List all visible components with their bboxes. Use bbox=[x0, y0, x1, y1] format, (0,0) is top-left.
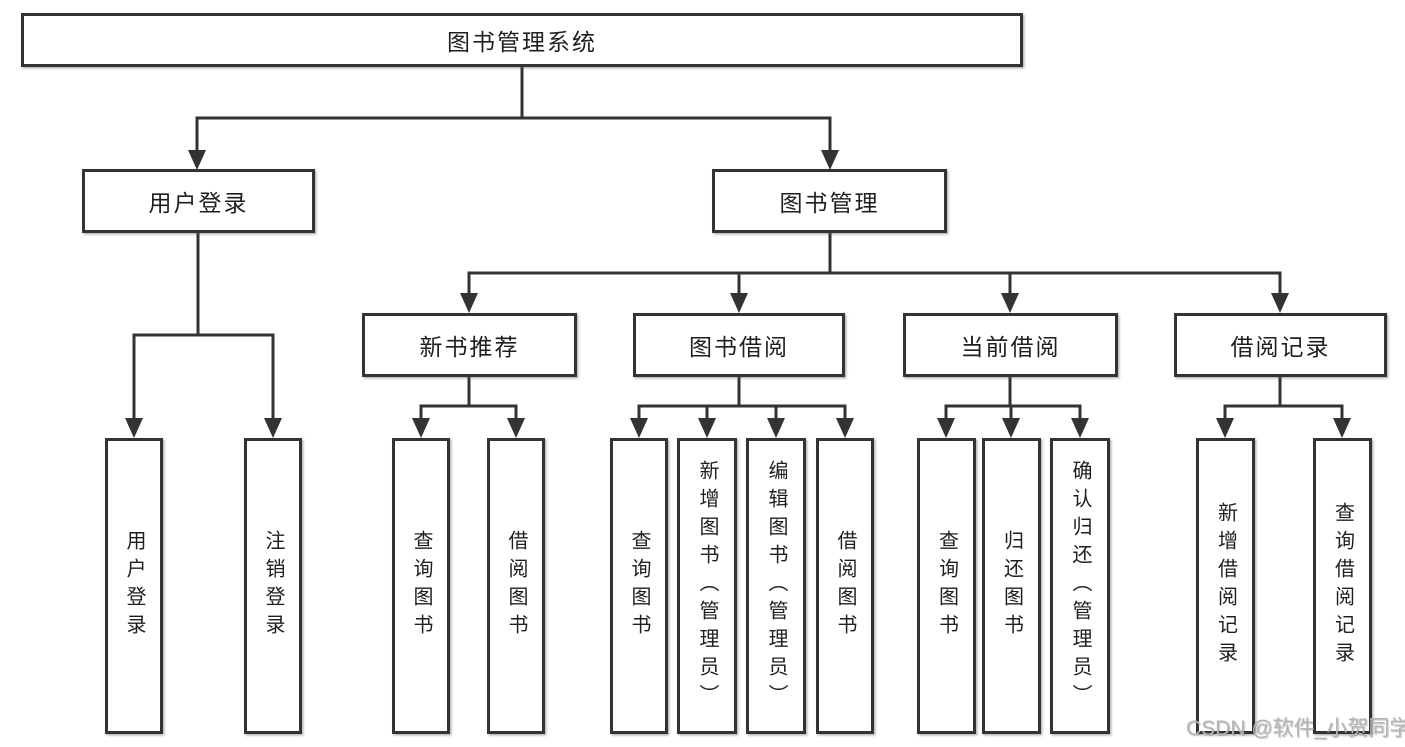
node-book-management: 图书管理 bbox=[712, 169, 947, 233]
leaf-add-borrow-record: 新增借阅记录 bbox=[1196, 438, 1255, 734]
leaf-add-book-admin-label: 新增图书（管理员） bbox=[696, 460, 718, 712]
node-book-borrowing: 图书借阅 bbox=[633, 313, 845, 377]
leaf-add-borrow-record-label: 新增借阅记录 bbox=[1214, 502, 1237, 670]
leaf-user-login-label: 用户登录 bbox=[123, 530, 145, 642]
node-new-book-recommend: 新书推荐 bbox=[362, 313, 577, 377]
leaf-confirm-return-admin-label: 确认归还（管理员） bbox=[1069, 460, 1091, 712]
leaf-confirm-return-admin: 确认归还（管理员） bbox=[1050, 438, 1110, 734]
leaf-return-book: 归还图书 bbox=[982, 438, 1041, 734]
connector-lines bbox=[132, 63, 1344, 424]
leaf-borrow-books-label: 借阅图书 bbox=[834, 530, 856, 642]
leaf-return-book-label: 归还图书 bbox=[1000, 530, 1023, 642]
leaf-borrow-books: 借阅图书 bbox=[816, 438, 874, 734]
leaf-edit-book-admin: 编辑图书（管理员） bbox=[746, 438, 806, 734]
node-user-login-label: 用户登录 bbox=[148, 190, 249, 216]
leaf-user-login: 用户登录 bbox=[105, 438, 163, 734]
node-user-login: 用户登录 bbox=[82, 169, 315, 233]
node-system-root-label: 图书管理系统 bbox=[447, 29, 597, 55]
node-current-borrowing: 当前借阅 bbox=[903, 313, 1118, 377]
leaf-borrow-books-recommend-label: 借阅图书 bbox=[505, 530, 527, 642]
node-current-borrowing-label: 当前借阅 bbox=[960, 334, 1061, 360]
leaf-query-borrow-record-label: 查询借阅记录 bbox=[1331, 502, 1354, 670]
leaf-borrow-books-recommend: 借阅图书 bbox=[487, 438, 545, 734]
leaf-query-books-current-label: 查询图书 bbox=[935, 530, 958, 642]
leaf-query-books-borrow-label: 查询图书 bbox=[628, 530, 650, 642]
leaf-query-books-recommend-label: 查询图书 bbox=[410, 530, 432, 642]
leaf-edit-book-admin-label: 编辑图书（管理员） bbox=[765, 460, 787, 712]
leaf-logout-label: 注销登录 bbox=[262, 530, 284, 642]
leaf-add-book-admin: 新增图书（管理员） bbox=[677, 438, 737, 734]
node-borrowing-records-label: 借阅记录 bbox=[1230, 334, 1331, 360]
node-new-book-recommend-label: 新书推荐 bbox=[419, 334, 520, 360]
node-system-root: 图书管理系统 bbox=[21, 13, 1023, 67]
leaf-query-books-recommend: 查询图书 bbox=[392, 438, 450, 734]
csdn-watermark: CSDN @软件_小贺同学 bbox=[1186, 717, 1405, 740]
leaf-query-books-borrow: 查询图书 bbox=[610, 438, 668, 734]
leaf-query-borrow-record: 查询借阅记录 bbox=[1313, 438, 1372, 734]
node-borrowing-records: 借阅记录 bbox=[1174, 313, 1387, 377]
leaf-query-books-current: 查询图书 bbox=[917, 438, 976, 734]
node-book-management-label: 图书管理 bbox=[779, 190, 880, 216]
node-book-borrowing-label: 图书借阅 bbox=[689, 334, 789, 360]
leaf-logout: 注销登录 bbox=[244, 438, 302, 734]
arrowheads bbox=[125, 150, 1351, 438]
